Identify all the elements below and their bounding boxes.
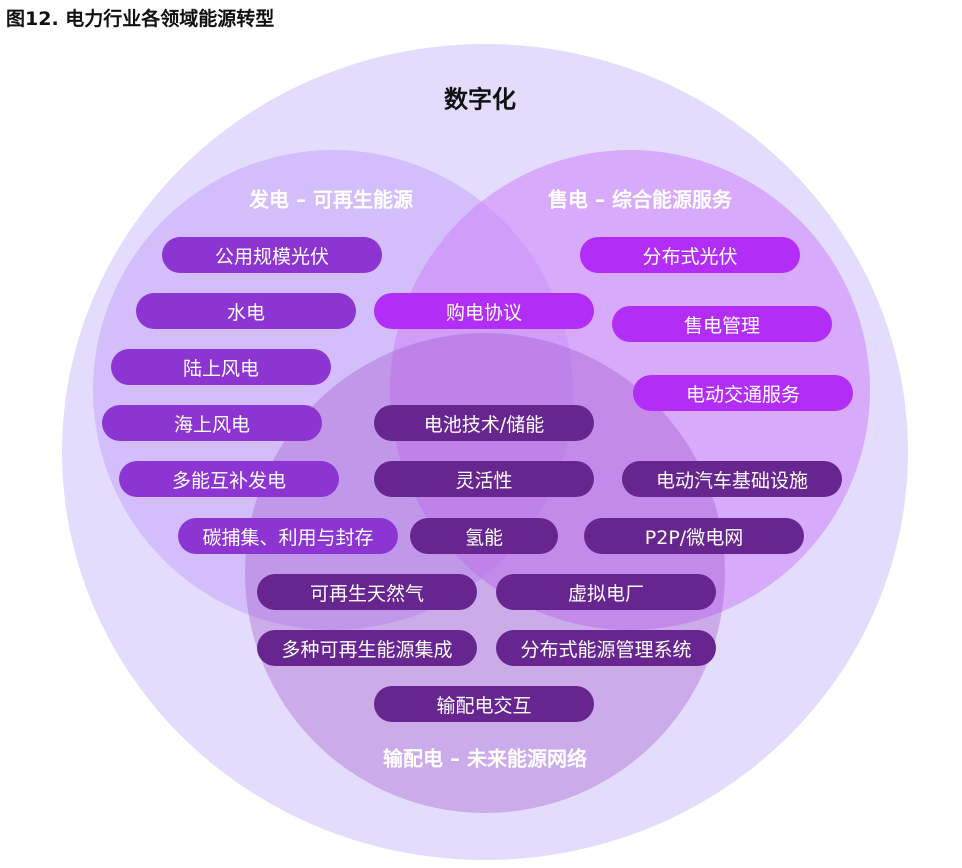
item-pill: 售电管理 [612,306,832,342]
generation-label: 发电 – 可再生能源 [249,187,413,212]
item-pill: 氢能 [410,518,558,554]
item-pill: 输配电交互 [374,686,594,722]
item-pill: 多能互补发电 [119,461,339,497]
item-pill: 碳捕集、利用与封存 [178,518,398,554]
item-pill: 电动交通服务 [633,375,853,411]
figure-title: 图12. 电力行业各领域能源转型 [6,8,275,30]
item-pill: 购电协议 [374,293,594,329]
grid-label: 输配电 – 未来能源网络 [383,746,587,771]
item-pill: 电池技术/储能 [374,405,594,441]
retail-label: 售电 – 综合能源服务 [548,187,732,212]
item-pill: 海上风电 [102,405,322,441]
item-pill: 可再生天然气 [257,574,477,610]
item-pill: 分布式光伏 [580,237,800,273]
item-pill: 水电 [136,293,356,329]
item-pill: 虚拟电厂 [496,574,716,610]
item-pill: 陆上风电 [111,349,331,385]
item-pill: 公用规模光伏 [162,237,382,273]
item-pill: 电动汽车基础设施 [622,461,842,497]
item-pill: P2P/微电网 [584,518,804,554]
digitalization-label: 数字化 [444,85,516,114]
item-pill: 分布式能源管理系统 [496,630,716,666]
item-pill: 多种可再生能源集成 [257,630,477,666]
item-pill: 灵活性 [374,461,594,497]
